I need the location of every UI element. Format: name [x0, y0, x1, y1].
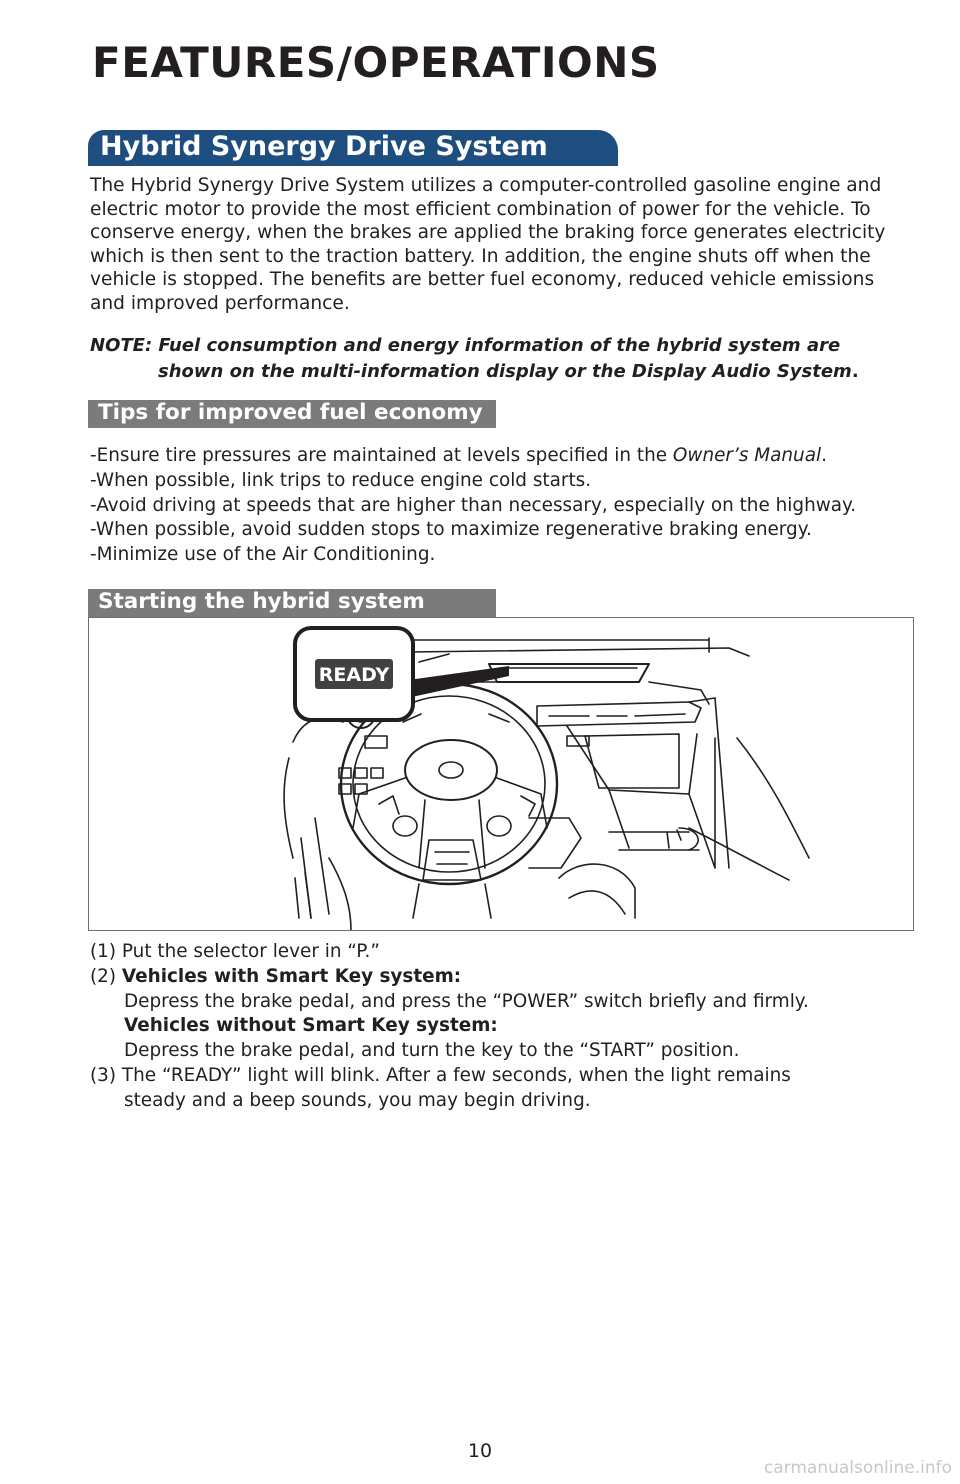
- step-3-cont: steady and a beep sounds, you may begin …: [124, 1089, 591, 1111]
- page-title: FEATURES/OPERATIONS: [92, 38, 660, 87]
- dashboard-drawing: READY: [283, 626, 810, 930]
- section-header-label: Starting the hybrid system: [98, 589, 425, 614]
- page-number: 10: [467, 1440, 493, 1462]
- ready-indicator: READY: [319, 664, 390, 686]
- tips-list: -Ensure tire pressures are maintained at…: [90, 444, 930, 568]
- step-2: (2) Vehicles with Smart Key system:: [90, 965, 462, 987]
- hybrid-description: The Hybrid Synergy Drive System utilizes…: [90, 175, 886, 314]
- step-1: (1) Put the selector lever in “P.”: [90, 941, 380, 962]
- dashboard-illustration: READY: [88, 617, 914, 931]
- section-header-starting: Starting the hybrid system: [88, 589, 496, 617]
- step-3: (3) The “READY” light will blink. After …: [90, 1064, 791, 1086]
- section-header-label: Hybrid Synergy Drive System: [100, 131, 548, 162]
- section-header-tips: Tips for improved fuel economy: [88, 400, 496, 428]
- watermark: carmanualsonline.info: [763, 1458, 952, 1478]
- tip-item: -When possible, avoid sudden stops to ma…: [90, 519, 812, 541]
- tip-item: -Avoid driving at speeds that are higher…: [90, 494, 857, 516]
- starting-steps: (1) Put the selector lever in “P.” (2) V…: [90, 940, 930, 1114]
- note-line-2: shown on the multi-information display o…: [158, 361, 859, 382]
- step-2-text-2: Depress the brake pedal, and turn the ke…: [124, 1040, 740, 1062]
- step-2-text-1: Depress the brake pedal, and press the “…: [124, 990, 809, 1012]
- step-2-heading-2: Vehicles without Smart Key system:: [124, 1015, 498, 1037]
- section-header-label: Tips for improved fuel economy: [98, 400, 483, 425]
- note-text: NOTE: Fuel consumption and energy inform…: [90, 333, 920, 385]
- tip-item: -When possible, link trips to reduce eng…: [90, 469, 592, 491]
- section-header-hybrid-synergy: Hybrid Synergy Drive System: [88, 130, 618, 166]
- tip-item: -Minimize use of the Air Conditioning.: [90, 544, 436, 566]
- note-line-1: NOTE: Fuel consumption and energy inform…: [90, 335, 841, 356]
- tip-item: -Ensure tire pressures are maintained at…: [90, 445, 827, 466]
